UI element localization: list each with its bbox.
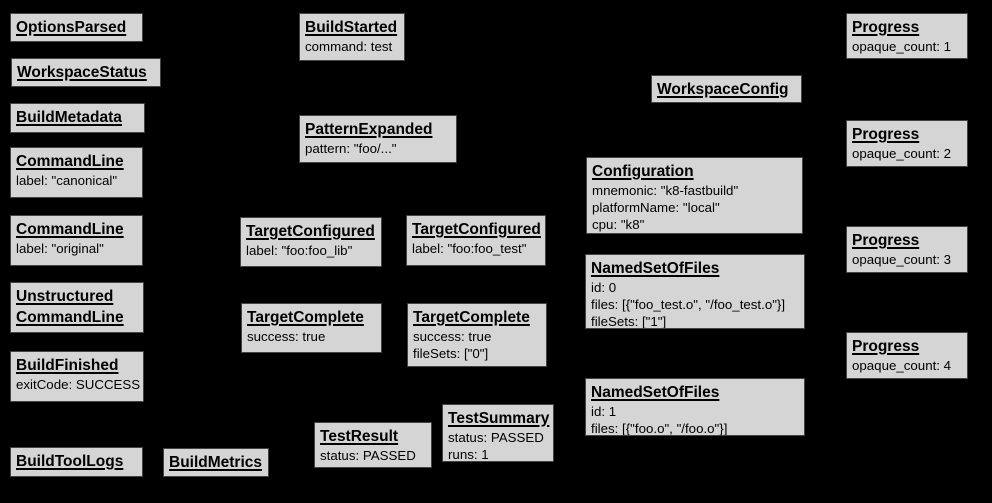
node-title: TestResult [320, 428, 399, 445]
node-target-complete-foo-lib: TargetComplete success: true [241, 303, 382, 353]
node-build-finished: BuildFinished exitCode: SUCCESS [10, 351, 144, 402]
node-detail: files: [{"foo_test.o", "/foo_test.o"}] [591, 297, 786, 312]
node-detail: id: 1 [591, 404, 617, 419]
node-title: Configuration [592, 163, 694, 180]
node-detail: fileSets: ["1"] [591, 314, 667, 329]
node-named-set-of-files-1: NamedSetOfFiles id: 1 files: [{"foo.o", "/… [585, 378, 805, 436]
node-title: TargetConfigured [412, 221, 541, 238]
node-progress-1: Progress opaque_count: 1 [846, 13, 968, 59]
node-build-metrics: BuildMetrics [163, 448, 269, 477]
node-detail: label: "original" [16, 241, 104, 256]
node-detail: success: true [413, 329, 492, 344]
node-build-tool-logs: BuildToolLogs [10, 447, 143, 477]
node-configuration: Configuration mnemonic: "k8-fastbuild" pla… [586, 157, 803, 234]
node-workspace-status: WorkspaceStatus [11, 58, 161, 87]
node-detail: id: 0 [591, 280, 617, 295]
node-build-started: BuildStarted command: test [299, 13, 405, 61]
node-target-configured-foo-lib: TargetConfigured label: "foo:foo_lib" [240, 217, 382, 267]
node-title: TargetComplete [413, 309, 530, 326]
node-workspace-config: WorkspaceConfig [651, 75, 802, 103]
node-detail: opaque_count: 2 [852, 146, 952, 161]
node-detail: label: "foo:foo_lib" [246, 243, 353, 258]
node-command-line-original: CommandLine label: "original" [10, 215, 143, 266]
node-title: BuildStarted [305, 19, 398, 36]
node-named-set-of-files-0: NamedSetOfFiles id: 0 files: [{"foo_test.o… [585, 254, 805, 329]
node-title: TargetComplete [247, 309, 364, 326]
node-detail: status: PASSED [320, 448, 416, 463]
node-title: BuildFinished [16, 357, 119, 374]
node-title: NamedSetOfFiles [591, 384, 720, 401]
node-detail: files: [{"foo.o", "/foo.o"}] [591, 421, 728, 436]
node-title: Progress [852, 19, 920, 36]
node-detail: success: true [247, 329, 326, 344]
node-progress-2: Progress opaque_count: 2 [846, 120, 968, 167]
node-title: CommandLine [16, 153, 124, 170]
node-title: PatternExpanded [305, 121, 433, 138]
node-detail: opaque_count: 3 [852, 252, 952, 267]
node-title: OptionsParsed [16, 19, 127, 36]
node-detail: runs: 1 [448, 447, 489, 462]
node-detail: opaque_count: 1 [852, 39, 952, 54]
node-title: BuildMetadata [16, 109, 122, 126]
node-detail: exitCode: SUCCESS [16, 377, 141, 392]
node-detail: label: "foo:foo_test" [412, 241, 527, 256]
node-title: WorkspaceConfig [657, 81, 789, 98]
node-detail: cpu: "k8" [592, 217, 645, 232]
node-title: NamedSetOfFiles [591, 260, 720, 277]
node-title: BuildToolLogs [16, 453, 124, 470]
node-detail: label: "canonical" [16, 173, 118, 188]
node-command-line-canonical: CommandLine label: "canonical" [10, 147, 143, 198]
node-title: Progress [852, 338, 920, 355]
node-pattern-expanded: PatternExpanded pattern: "foo/..." [299, 115, 457, 163]
node-title: TargetConfigured [246, 223, 375, 240]
node-progress-3: Progress opaque_count: 3 [846, 226, 968, 273]
node-progress-4: Progress opaque_count: 4 [846, 332, 968, 379]
node-detail: platformName: "local" [592, 200, 720, 215]
node-title: WorkspaceStatus [17, 64, 147, 81]
node-detail: pattern: "foo/..." [305, 141, 397, 156]
node-test-summary: TestSummary status: PASSED runs: 1 [442, 404, 554, 462]
node-title: Progress [852, 126, 920, 143]
node-detail: status: PASSED [448, 430, 544, 445]
node-target-configured-foo-test: TargetConfigured label: "foo:foo_test" [406, 215, 546, 266]
node-target-complete-foo-test: TargetComplete success: true fileSets: ["0… [407, 303, 547, 367]
node-build-metadata: BuildMetadata [10, 103, 145, 133]
node-title: Unstructured [16, 288, 114, 305]
node-detail: fileSets: ["0"] [413, 346, 489, 361]
node-detail: mnemonic: "k8-fastbuild" [592, 183, 739, 198]
node-title: TestSummary [448, 410, 550, 427]
node-detail: command: test [305, 39, 393, 54]
node-title: Progress [852, 232, 920, 249]
node-options-parsed: OptionsParsed [10, 13, 143, 42]
node-title: CommandLine [16, 221, 124, 238]
node-detail: opaque_count: 4 [852, 358, 952, 373]
node-title: CommandLine [16, 309, 124, 326]
node-title: BuildMetrics [169, 454, 263, 471]
node-test-result: TestResult status: PASSED [314, 422, 432, 468]
